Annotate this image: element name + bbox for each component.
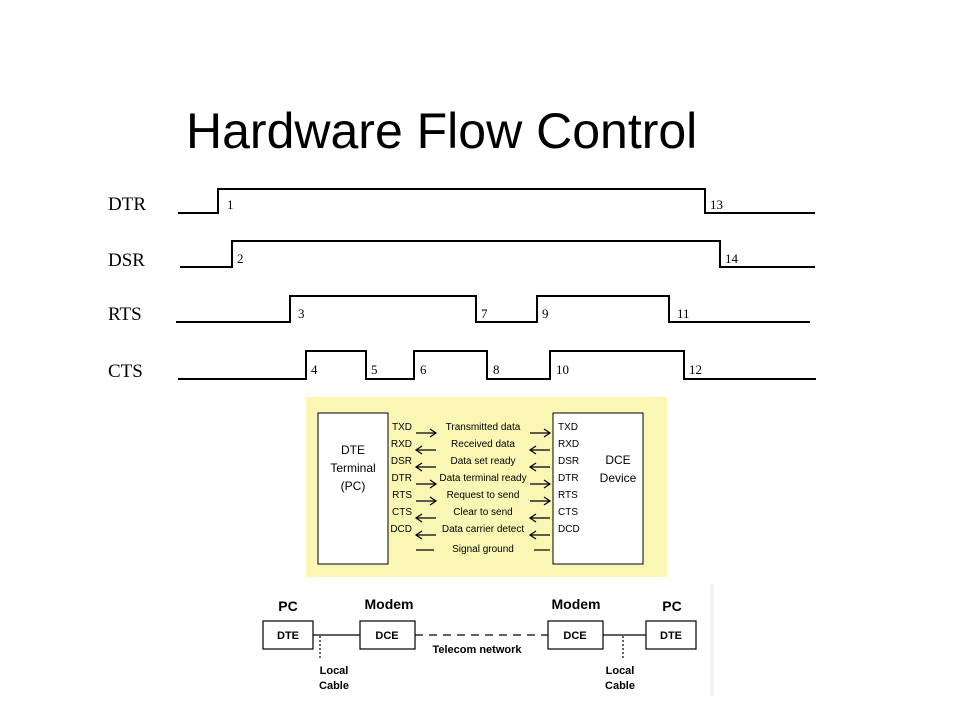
dce-device-box bbox=[552, 412, 644, 565]
dce-label: DCE bbox=[605, 453, 630, 467]
event-number: 14 bbox=[725, 251, 739, 266]
dce-pin-label: TXD bbox=[558, 422, 578, 433]
signal-label-dtr: DTR bbox=[108, 194, 146, 215]
dte-pin-label: CTS bbox=[392, 507, 412, 518]
dsr-waveform bbox=[180, 240, 815, 268]
signal-label-dsr: DSR bbox=[108, 250, 145, 271]
dte-pin-label: DSR bbox=[391, 456, 412, 467]
modem-left-label: Modem bbox=[365, 596, 414, 612]
event-number: 8 bbox=[493, 362, 500, 377]
cts-waveform bbox=[178, 350, 816, 380]
dce-pin-label: DSR bbox=[558, 456, 579, 467]
slide-title: Hardware Flow Control bbox=[186, 103, 698, 159]
dte-right-label: DTE bbox=[660, 630, 682, 642]
event-number: 5 bbox=[371, 362, 378, 377]
signal-description: Transmitted data bbox=[446, 422, 521, 433]
event-number: 1 bbox=[227, 197, 234, 212]
rts-waveform bbox=[176, 295, 810, 323]
signal-description: Received data bbox=[451, 439, 515, 450]
interface-diagram: DTE Terminal (PC) DCE Device TXD RXD DSR… bbox=[306, 397, 667, 577]
dce-left-label: DCE bbox=[375, 630, 398, 642]
event-number: 7 bbox=[481, 306, 488, 321]
dce-pin-label: RXD bbox=[558, 439, 579, 450]
modem-right-label: Modem bbox=[552, 596, 601, 612]
signal-description: Data terminal ready bbox=[439, 473, 526, 484]
dce-left-box bbox=[359, 620, 416, 650]
event-number: 4 bbox=[311, 362, 318, 377]
dce-pin-label: CTS bbox=[558, 507, 578, 518]
dce-right-label: DCE bbox=[563, 630, 586, 642]
local-cable-right-label: Local bbox=[606, 665, 635, 677]
signal-lines bbox=[414, 428, 552, 551]
signal-label-rts: RTS bbox=[108, 304, 142, 325]
event-number: 3 bbox=[298, 306, 305, 321]
signal-description: Request to send bbox=[447, 490, 520, 501]
dte-right-box bbox=[645, 620, 697, 650]
dte-left-label: DTE bbox=[277, 630, 299, 642]
event-number: 6 bbox=[420, 362, 427, 377]
timing-diagram bbox=[176, 188, 816, 380]
event-number: 9 bbox=[542, 306, 549, 321]
dte-pin-label: TXD bbox=[392, 422, 412, 433]
dte-label: (PC) bbox=[341, 479, 366, 493]
event-number: 2 bbox=[237, 251, 244, 266]
signal-description: Data set ready bbox=[450, 456, 515, 467]
local-cable-right-label: Cable bbox=[605, 680, 635, 692]
dtr-waveform bbox=[178, 188, 815, 214]
local-cable-left-label: Local bbox=[320, 665, 349, 677]
dce-pin-label: DTR bbox=[558, 473, 579, 484]
dte-pin-label: RXD bbox=[391, 439, 412, 450]
event-number: 13 bbox=[710, 197, 723, 212]
signal-description: Signal ground bbox=[452, 544, 514, 555]
dte-label: Terminal bbox=[330, 461, 375, 475]
signal-description: Clear to send bbox=[453, 507, 512, 518]
signal-labels: DTR DSR RTS CTS bbox=[108, 194, 146, 382]
pc-left-label: PC bbox=[278, 598, 297, 614]
dte-pin-label: DTR bbox=[391, 473, 412, 484]
event-number: 11 bbox=[677, 306, 690, 321]
event-numbers: 1 13 2 14 3 7 9 11 4 5 6 8 10 12 bbox=[227, 197, 739, 377]
event-number: 12 bbox=[689, 362, 702, 377]
signal-description: Data carrier detect bbox=[442, 524, 524, 535]
dce-pin-label: DCD bbox=[558, 524, 580, 535]
signal-label-cts: CTS bbox=[108, 361, 143, 382]
event-number: 10 bbox=[556, 362, 569, 377]
pc-right-label: PC bbox=[662, 598, 681, 614]
dce-pin-label: RTS bbox=[558, 490, 578, 501]
local-cable-left-label: Cable bbox=[319, 680, 349, 692]
network-panel bbox=[256, 584, 710, 696]
dte-label: DTE bbox=[341, 443, 365, 457]
dce-label: Device bbox=[600, 471, 637, 485]
network-diagram: PC Modem Modem PC DTE DCE DCE DTE Teleco… bbox=[256, 584, 714, 696]
telecom-network-label: Telecom network bbox=[432, 644, 522, 656]
dce-right-box bbox=[547, 620, 604, 650]
dte-terminal-box bbox=[317, 412, 389, 565]
dte-pin-label: DCD bbox=[390, 524, 412, 535]
dte-pin-label: RTS bbox=[392, 490, 412, 501]
